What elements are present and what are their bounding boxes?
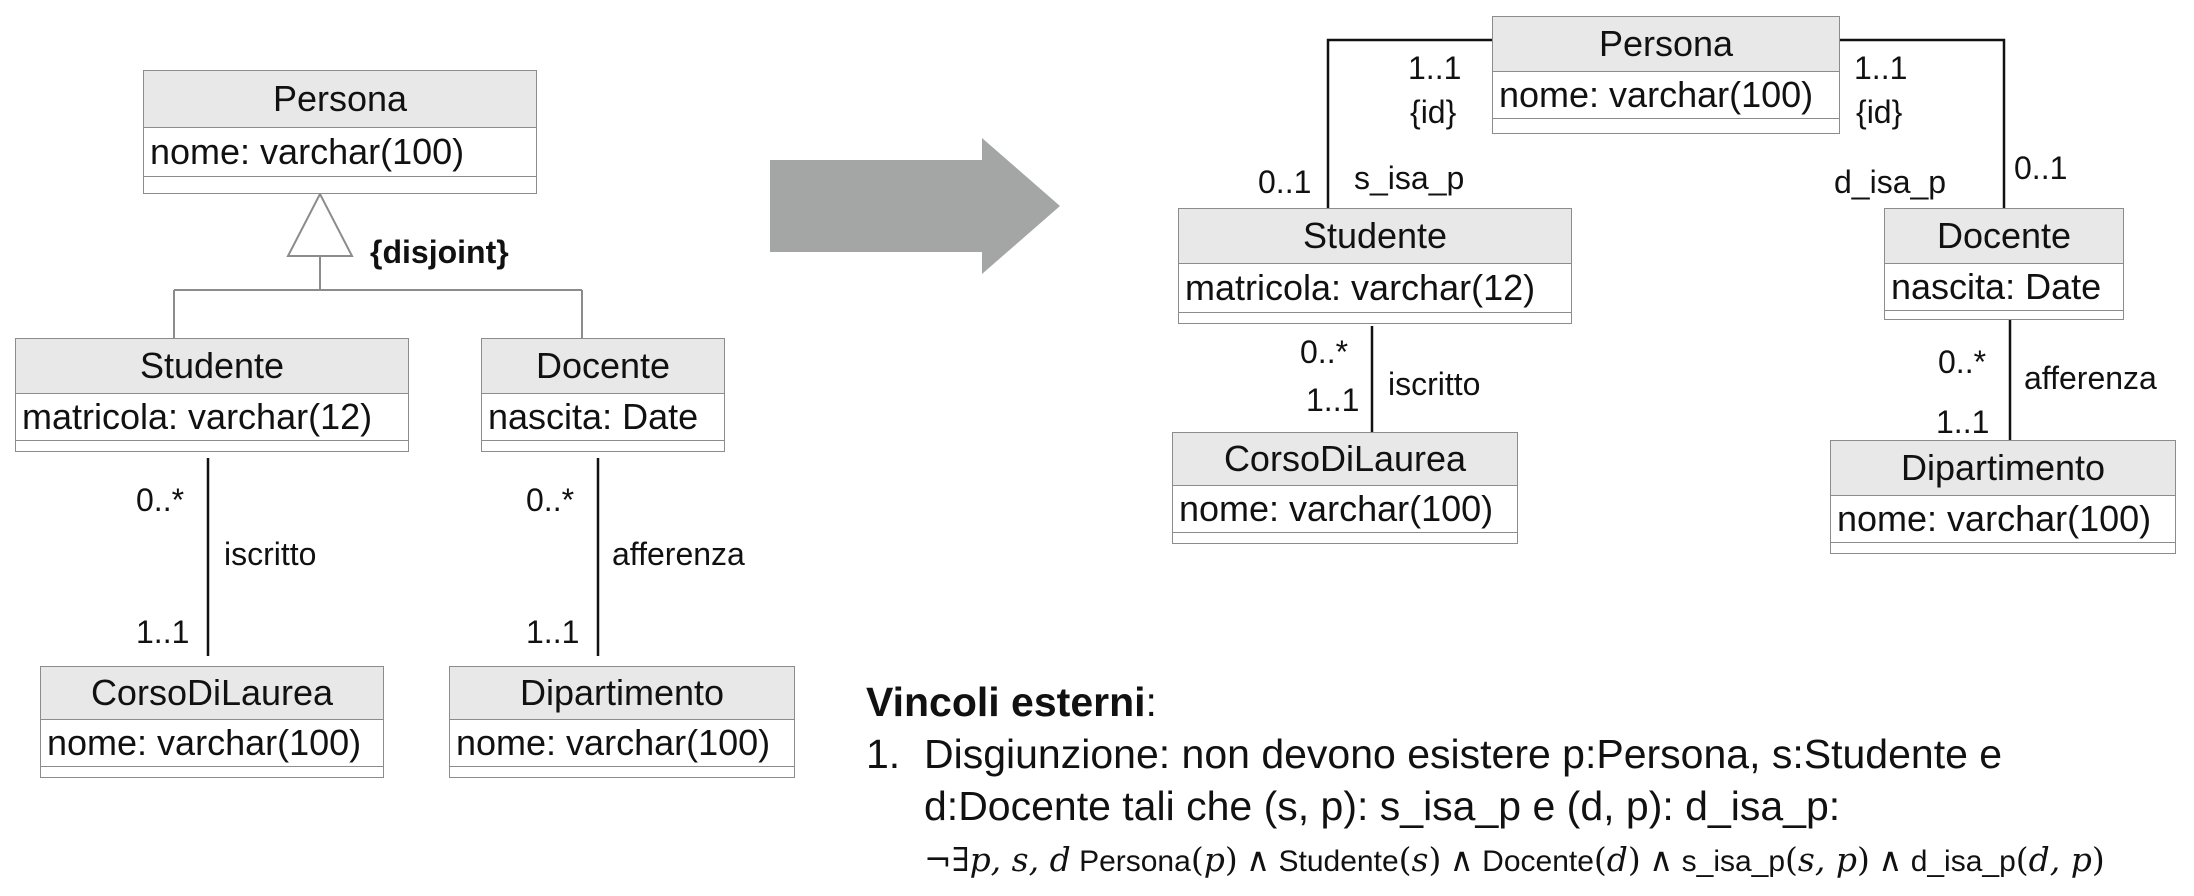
class-attribute: nome: varchar(100): [1831, 496, 2175, 543]
constraints-title-colon: :: [1145, 679, 1157, 725]
class-attribute: nascita: Date: [482, 394, 724, 441]
left-persona-class: Persona nome: varchar(100): [143, 70, 537, 194]
class-attribute: nome: varchar(100): [144, 128, 536, 177]
d-isa-p-id: {id}: [1856, 94, 1903, 130]
s-isa-p-persona-mult: 1..1: [1408, 50, 1462, 86]
left-afferenza-mult-bottom: 1..1: [526, 614, 580, 650]
class-name: Docente: [482, 339, 724, 394]
left-iscritto-mult-top: 0..*: [136, 482, 185, 518]
transformation-arrow-icon: [770, 138, 1060, 274]
right-persona-class: Persona nome: varchar(100): [1492, 16, 1840, 134]
left-dipartimento-class: Dipartimento nome: varchar(100): [449, 666, 795, 778]
constraint-item: 1. Disgiunzione: non devono esistere p:P…: [866, 728, 2105, 832]
generalization-triangle: [286, 191, 354, 257]
class-attribute: matricola: varchar(12): [1179, 264, 1571, 313]
d-isa-p-persona-mult: 1..1: [1854, 50, 1908, 86]
class-name: Persona: [144, 71, 536, 128]
right-afferenza-mult-bottom: 1..1: [1936, 404, 1990, 440]
disjoint-constraint: {disjoint}: [370, 234, 509, 270]
class-attribute: matricola: varchar(12): [16, 394, 408, 441]
right-docente-class: Docente nascita: Date: [1884, 208, 2124, 320]
right-dipartimento-class: Dipartimento nome: varchar(100): [1830, 440, 2176, 554]
class-attribute: nome: varchar(100): [450, 720, 794, 767]
class-name: Studente: [16, 339, 408, 394]
left-afferenza-mult-top: 0..*: [526, 482, 575, 518]
right-iscritto-label: iscritto: [1388, 366, 1481, 402]
left-docente-class: Docente nascita: Date: [481, 338, 725, 452]
right-afferenza-label: afferenza: [2024, 360, 2157, 396]
class-name: Dipartimento: [450, 667, 794, 720]
s-isa-p-studente-mult: 0..1: [1258, 164, 1312, 200]
d-isa-p-label: d_isa_p: [1834, 164, 1947, 200]
s-isa-p-label: s_isa_p: [1354, 160, 1465, 196]
right-afferenza-mult-top: 0..*: [1938, 344, 1987, 380]
class-attribute: nome: varchar(100): [1493, 72, 1839, 119]
class-name: Persona: [1493, 17, 1839, 72]
right-corsodilaurea-class: CorsoDiLaurea nome: varchar(100): [1172, 432, 1518, 544]
constraint-formula: ¬∃p, s, d Persona(p) ∧ Studente(s) ∧ Doc…: [924, 840, 2105, 879]
class-attribute: nome: varchar(100): [1173, 486, 1517, 533]
constraints-title: Vincoli esterni:: [866, 676, 2105, 728]
right-iscritto-mult-top: 0..*: [1300, 334, 1349, 370]
class-name: Dipartimento: [1831, 441, 2175, 496]
constraints-title-bold: Vincoli esterni: [866, 679, 1146, 725]
left-studente-class: Studente matricola: varchar(12): [15, 338, 409, 452]
s-isa-p-id: {id}: [1410, 94, 1457, 130]
class-attribute: nome: varchar(100): [41, 720, 383, 767]
left-afferenza-label: afferenza: [612, 536, 745, 572]
left-iscritto-mult-bottom: 1..1: [136, 614, 190, 650]
left-corsodilaurea-class: CorsoDiLaurea nome: varchar(100): [40, 666, 384, 778]
constraint-text-line1: Disgiunzione: non devono esistere p:Pers…: [924, 731, 2003, 777]
class-attribute: nascita: Date: [1885, 264, 2123, 311]
class-name: Docente: [1885, 209, 2123, 264]
constraint-text-line2: d:Docente tali che (s, p): s_isa_p e (d,…: [924, 783, 1841, 829]
right-studente-class: Studente matricola: varchar(12): [1178, 208, 1572, 324]
left-iscritto-label: iscritto: [224, 536, 317, 572]
class-name: CorsoDiLaurea: [1173, 433, 1517, 486]
right-iscritto-mult-bottom: 1..1: [1306, 382, 1360, 418]
external-constraints: Vincoli esterni: 1. Disgiunzione: non de…: [866, 676, 2105, 888]
class-name: CorsoDiLaurea: [41, 667, 383, 720]
d-isa-p-docente-mult: 0..1: [2014, 150, 2068, 186]
class-name: Studente: [1179, 209, 1571, 264]
constraint-number: 1.: [866, 731, 901, 777]
